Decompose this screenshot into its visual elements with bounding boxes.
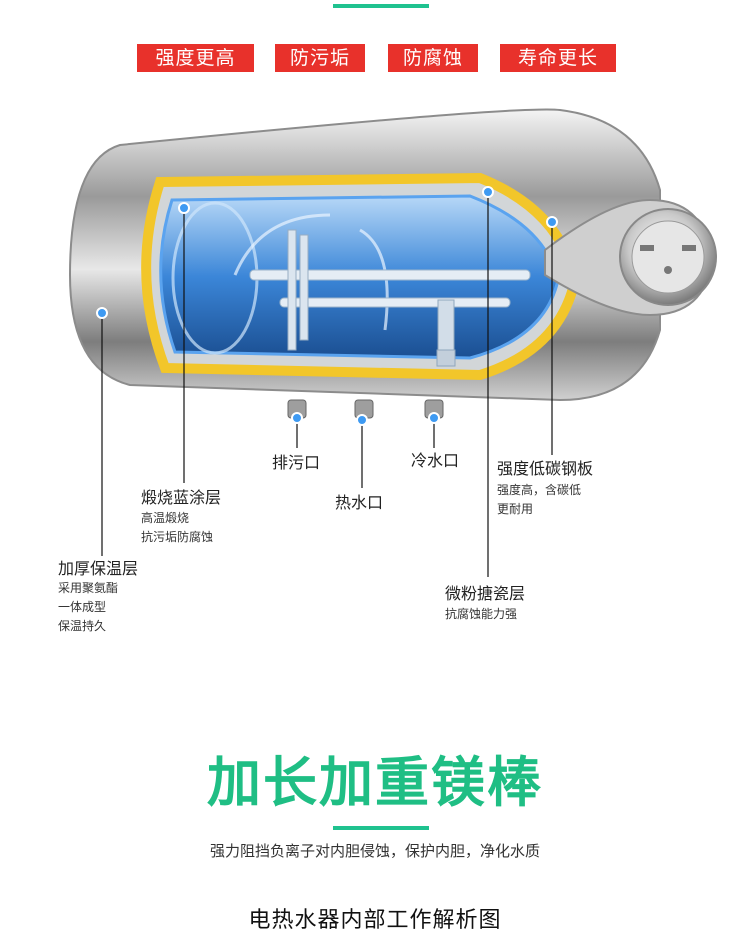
label-hot-water-outlet: 热水口 [335,493,384,512]
badge-anti-scale: 防污垢 [275,44,365,72]
label-enamel-line-1: 抗腐蚀能力强 [445,607,518,621]
label-cold-water-inlet: 冷水口 [411,451,460,470]
label-insulation-line-1: 采用聚氨酯 [58,581,119,595]
label-steel-plate-title: 强度低碳钢板 [497,459,594,478]
top-accent-bar [333,4,429,8]
label-insulation-line-2: 一体成型 [58,600,107,614]
headline-description: 强力阻挡负离子对内胆侵蚀，保护内胆，净化水质 [209,842,540,860]
badge-strength: 强度更高 [137,44,254,72]
badge-lifespan: 寿命更长 [500,44,616,72]
label-steel-plate-line-1: 强度高，含碳低 [497,483,582,497]
water-heater-cutaway-illustration [68,108,717,419]
badge-anti-corrosion: 防腐蚀 [388,44,478,72]
label-blue-coating-line-2: 抗污垢防腐蚀 [141,530,214,544]
label-blue-coating-title: 煅烧蓝涂层 [141,488,222,507]
label-blue-coating-line-1: 高温煅烧 [141,511,190,525]
label-enamel-title: 微粉搪瓷层 [445,584,526,603]
headline: 加长加重镁棒 [207,751,543,814]
label-steel-plate-line-2: 更耐用 [497,502,534,516]
label-insulation-title: 加厚保温层 [58,559,139,578]
headline-underline-bar [333,826,429,830]
label-insulation-line-3: 保温持久 [58,619,107,633]
figure-caption: 电热水器内部工作解析图 [248,908,502,933]
label-drain-outlet: 排污口 [272,453,321,472]
